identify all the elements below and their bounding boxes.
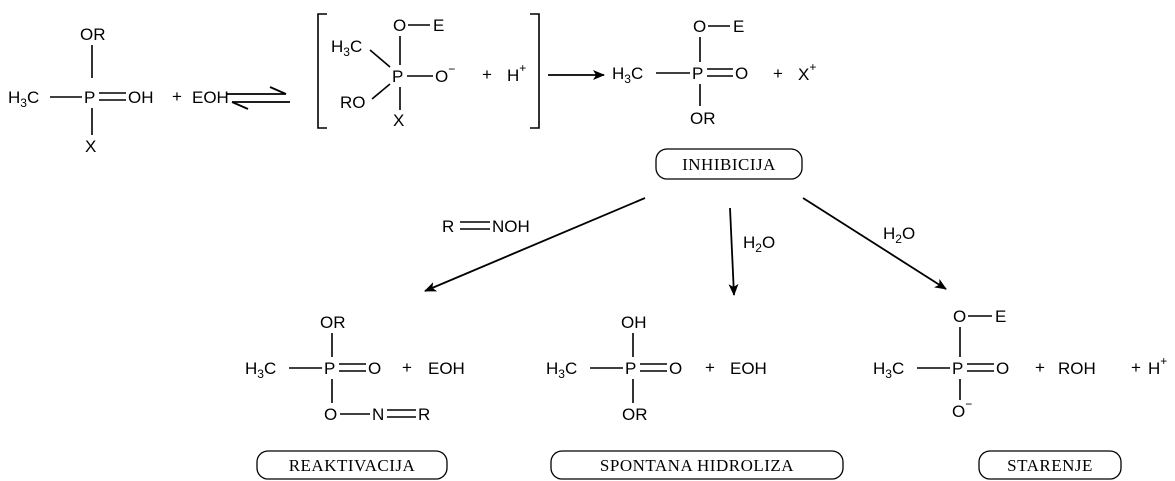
inhibition-or: OR [690, 109, 716, 128]
aging-product-molecule: O E H3C P O O− + ROH + H+ [873, 307, 1167, 421]
aging-plus-2: + [1131, 358, 1141, 377]
reactant-oh: OH [128, 88, 154, 107]
intermediate-proton: H+ [507, 61, 526, 85]
reactivation-h3c: H3C [245, 359, 276, 381]
intermediate-plus: + [482, 65, 492, 84]
reactivation-eoh: EOH [428, 359, 465, 378]
hydrolysis-eoh: EOH [730, 359, 767, 378]
reactivation-o-dbl: O [368, 359, 381, 378]
aging-p: P [952, 359, 963, 378]
inhibition-product-molecule: O E H3C P O OR + X+ [612, 17, 816, 128]
intermediate-h3c: H3C [331, 37, 362, 59]
inhibition-o-dbl: O [735, 64, 748, 83]
intermediate-e: E [433, 16, 444, 35]
reaktivacija-label: REAKTIVACIJA [289, 456, 416, 475]
aging-e: E [995, 307, 1006, 326]
equilibrium-reverse-head [231, 101, 249, 110]
aging-o-minus: O− [952, 397, 972, 421]
inhibition-e: E [733, 17, 744, 36]
intermediate-bracket-right [530, 13, 540, 129]
reactant-x: X [85, 137, 96, 156]
reactivation-arrow [424, 197, 646, 292]
hydrolysis-h3c: H3C [546, 359, 577, 381]
hydrolysis-oh: OH [621, 313, 647, 332]
reactivation-plus: + [402, 358, 412, 377]
hydrolysis-p: P [625, 359, 636, 378]
reaktivacija-box [256, 450, 448, 480]
intermediate-bracket-left [317, 13, 327, 129]
reactivation-p: P [324, 359, 335, 378]
hydrolysis-or: OR [622, 405, 648, 424]
intermediate-ro: RO [340, 93, 366, 112]
intermediate-bond-methyl [369, 49, 391, 68]
intermediate-o: O [393, 16, 406, 35]
aging-roh: ROH [1058, 359, 1096, 378]
starenje-label: STARENJE [1007, 456, 1093, 475]
intermediate-molecule: O E H3C P O− RO X + H+ [331, 16, 526, 130]
spontana-hidroliza-box [550, 450, 844, 480]
aging-plus-1: + [1035, 358, 1045, 377]
inhibition-o: O [693, 17, 706, 36]
reactivation-o: O [324, 405, 337, 424]
plus-sign: + [172, 87, 182, 106]
inhibicija-box [655, 148, 803, 180]
intermediate-bond-ro [371, 83, 391, 100]
hydrolysis-o-dbl: O [669, 359, 682, 378]
intermediate-p: P [392, 67, 403, 86]
water-reagent-right: H2O [883, 224, 915, 246]
equilibrium-arrows [226, 86, 290, 110]
reactivation-n: N [372, 405, 384, 424]
reactant-or: OR [80, 25, 106, 44]
oxime-r: R [442, 217, 454, 236]
reactant-molecule: OR H3C P OH X [8, 25, 154, 156]
reactivation-r: R [418, 405, 430, 424]
starenje-box [978, 450, 1122, 480]
equilibrium-forward-head [269, 86, 287, 95]
inhibicija-label: INHIBICIJA [682, 155, 776, 174]
aging-o: O [953, 307, 966, 326]
hydrolysis-product-molecule: OH H3C P O OR + EOH [546, 313, 767, 424]
aging-h3c: H3C [873, 359, 904, 381]
spontana-hidroliza-label: SPONTANA HIDROLIZA [600, 456, 794, 475]
inhibition-h3c: H3C [612, 64, 643, 86]
aging-arrow [802, 197, 947, 290]
eoh-label: EOH [192, 88, 229, 107]
reactivation-product-molecule: OR H3C P O O N R + EOH [245, 313, 465, 424]
inhibition-p: P [692, 64, 703, 83]
inhibition-plus: + [773, 64, 783, 83]
reactant-h3c: H3C [8, 88, 39, 110]
reactivation-or: OR [320, 313, 346, 332]
oxime-noh: NOH [492, 217, 530, 236]
water-reagent-middle: H2O [743, 233, 775, 255]
hydrolysis-plus: + [705, 358, 715, 377]
aging-proton: H+ [1148, 354, 1167, 378]
aging-o-dbl: O [996, 359, 1009, 378]
hydrolysis-arrow [728, 207, 739, 296]
intermediate-x: X [393, 111, 404, 130]
reactant-p: P [84, 88, 95, 107]
intermediate-o-minus: O− [435, 62, 455, 86]
inhibition-x-ion: X+ [798, 60, 816, 84]
oxime-reagent: R NOH [442, 217, 530, 236]
